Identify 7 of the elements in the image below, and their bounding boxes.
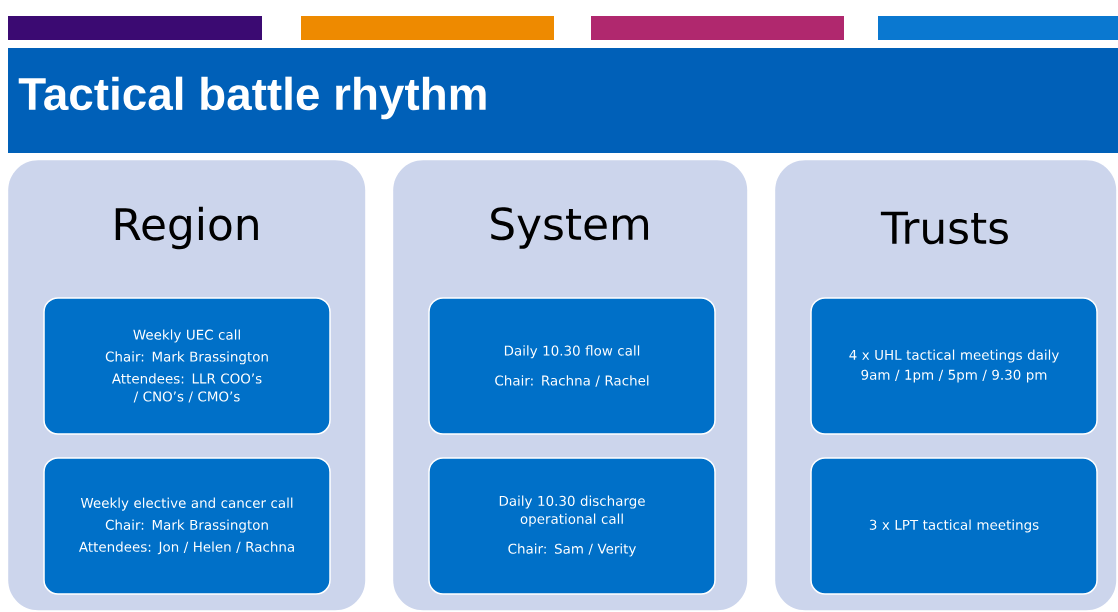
meeting-box: Weekly UEC call Chair: Mark Brassington Attendees: LLR COO’s / CNO’s / CMO’s [43,297,331,435]
meeting-box: Weekly elective and cancer call Chair: Mark Brassington Attendees: Jon / Helen / Rachna [43,457,331,595]
meeting-box: 4 x UHL tactical meetings daily 9am / 1pm / 5pm / 9.30 pm [810,297,1098,435]
meeting-box: Daily 10.30 flow call Chair: Rachna / Rachel [428,297,716,435]
title-band: Tactical battle rhythm [8,48,1118,153]
meeting-box: 3 x LPT tactical meetings [810,457,1098,595]
meeting-box: Daily 10.30 discharge operational call Chair: Sam / Verity [428,457,716,595]
